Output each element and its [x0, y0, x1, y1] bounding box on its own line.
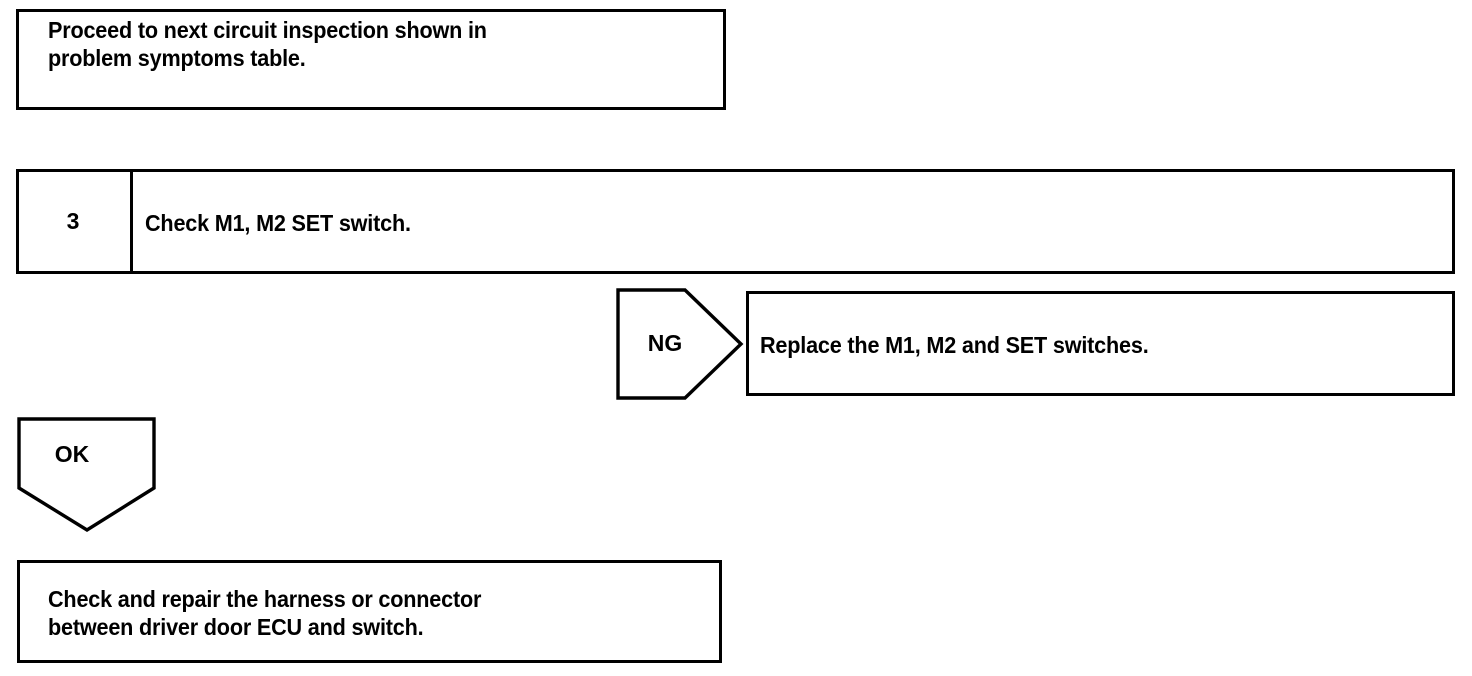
- ng-branch-label: NG: [647, 330, 683, 356]
- replace-switches-box: [746, 291, 1455, 396]
- proceed-to-next-inspection-text: Proceed to next circuit inspection shown…: [48, 17, 487, 71]
- ng-branch-arrow: [615, 287, 745, 401]
- check-repair-harness-text: Check and repair the harness or connecto…: [48, 586, 482, 640]
- step-3-cell-divider: [130, 169, 133, 274]
- ng-arrow-shape: [616, 288, 744, 400]
- replace-switches-text: Replace the M1, M2 and SET switches.: [760, 332, 1149, 358]
- check-repair-harness-box: [17, 560, 722, 663]
- step-3-instruction-text: Check M1, M2 SET switch.: [145, 210, 411, 236]
- proceed-to-next-inspection-box: [16, 9, 726, 110]
- ok-branch-arrow: [16, 416, 158, 534]
- step-3-row-box: [16, 169, 1455, 274]
- step-3-number: 3: [66, 208, 80, 234]
- ok-branch-label: OK: [54, 441, 90, 467]
- ok-arrow-shape: [17, 417, 156, 533]
